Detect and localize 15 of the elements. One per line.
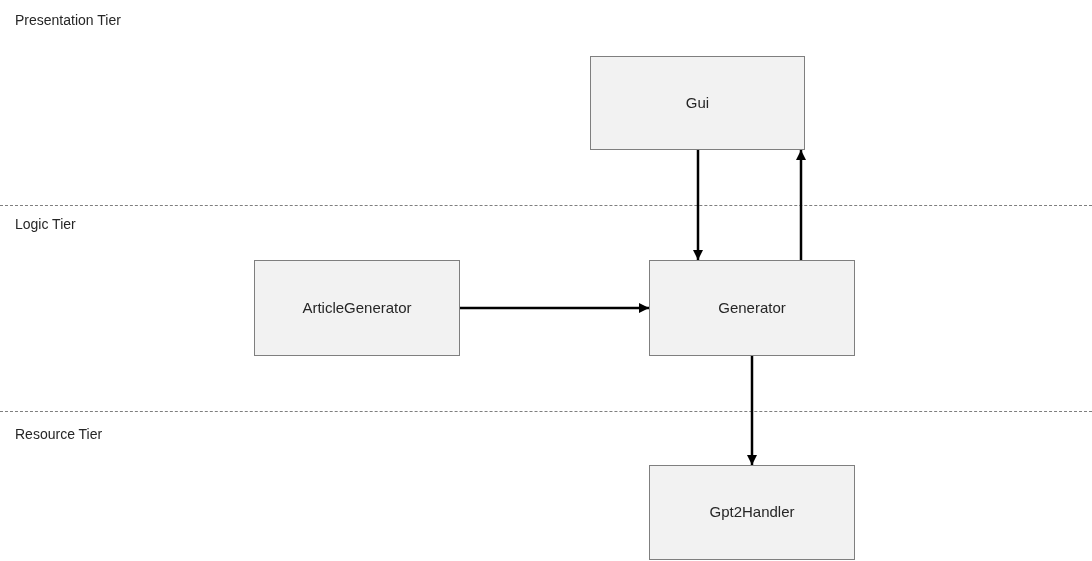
box-label: Generator — [718, 297, 786, 318]
class-box — [590, 56, 805, 150]
arrow — [747, 356, 757, 465]
box-label: Gui — [685, 92, 710, 113]
box-label: ArticleGenerator — [302, 297, 412, 318]
class-box — [649, 465, 855, 560]
arrow — [460, 303, 649, 313]
tier-label: Logic Tier — [15, 215, 76, 234]
arrow — [796, 150, 806, 260]
box-label: Gpt2Handler — [709, 502, 795, 523]
class-box — [649, 260, 855, 356]
tier-label: Presentation Tier — [15, 11, 121, 30]
tier-label: Resource Tier — [15, 425, 103, 444]
class-box — [254, 260, 460, 356]
arrow — [693, 150, 703, 260]
